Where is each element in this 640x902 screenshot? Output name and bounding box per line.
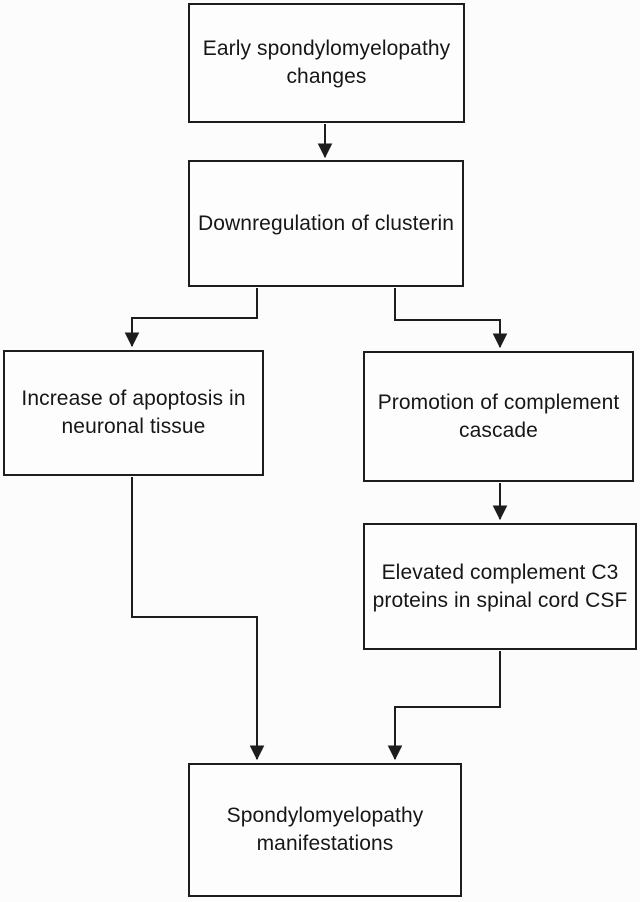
node-label: Elevated complement C3 proteins in spina…	[372, 560, 628, 612]
edge-downregulation-to-promotion	[394, 288, 508, 349]
node-elevated-complement-c3: Elevated complement C3 proteins in spina…	[363, 523, 637, 650]
node-downregulation-of-clusterin: Downregulation of clusterin	[188, 160, 464, 287]
edge-apoptosis-to-manifestations	[131, 477, 265, 761]
edge-elevated-to-manifestations	[387, 651, 501, 761]
node-label: Spondylomyelopathy manifestations	[226, 804, 424, 855]
node-increase-of-apoptosis: Increase of apoptosis in neuronal tissue	[3, 350, 264, 476]
node-early-spondylomyelopathy-changes: Early spondylomyelopathy changes	[188, 3, 465, 123]
node-label: Downregulation of clusterin	[197, 211, 454, 235]
node-label: Promotion of complement cascade	[377, 390, 620, 442]
node-spondylomyelopathy-manifestations: Spondylomyelopathy manifestations	[188, 763, 462, 897]
edge-downregulation-to-apoptosis	[124, 288, 258, 348]
node-label: Early spondylomyelopathy changes	[202, 37, 451, 88]
node-promotion-of-complement-cascade: Promotion of complement cascade	[363, 351, 634, 482]
node-label: Increase of apoptosis in neuronal tissue	[21, 387, 246, 438]
